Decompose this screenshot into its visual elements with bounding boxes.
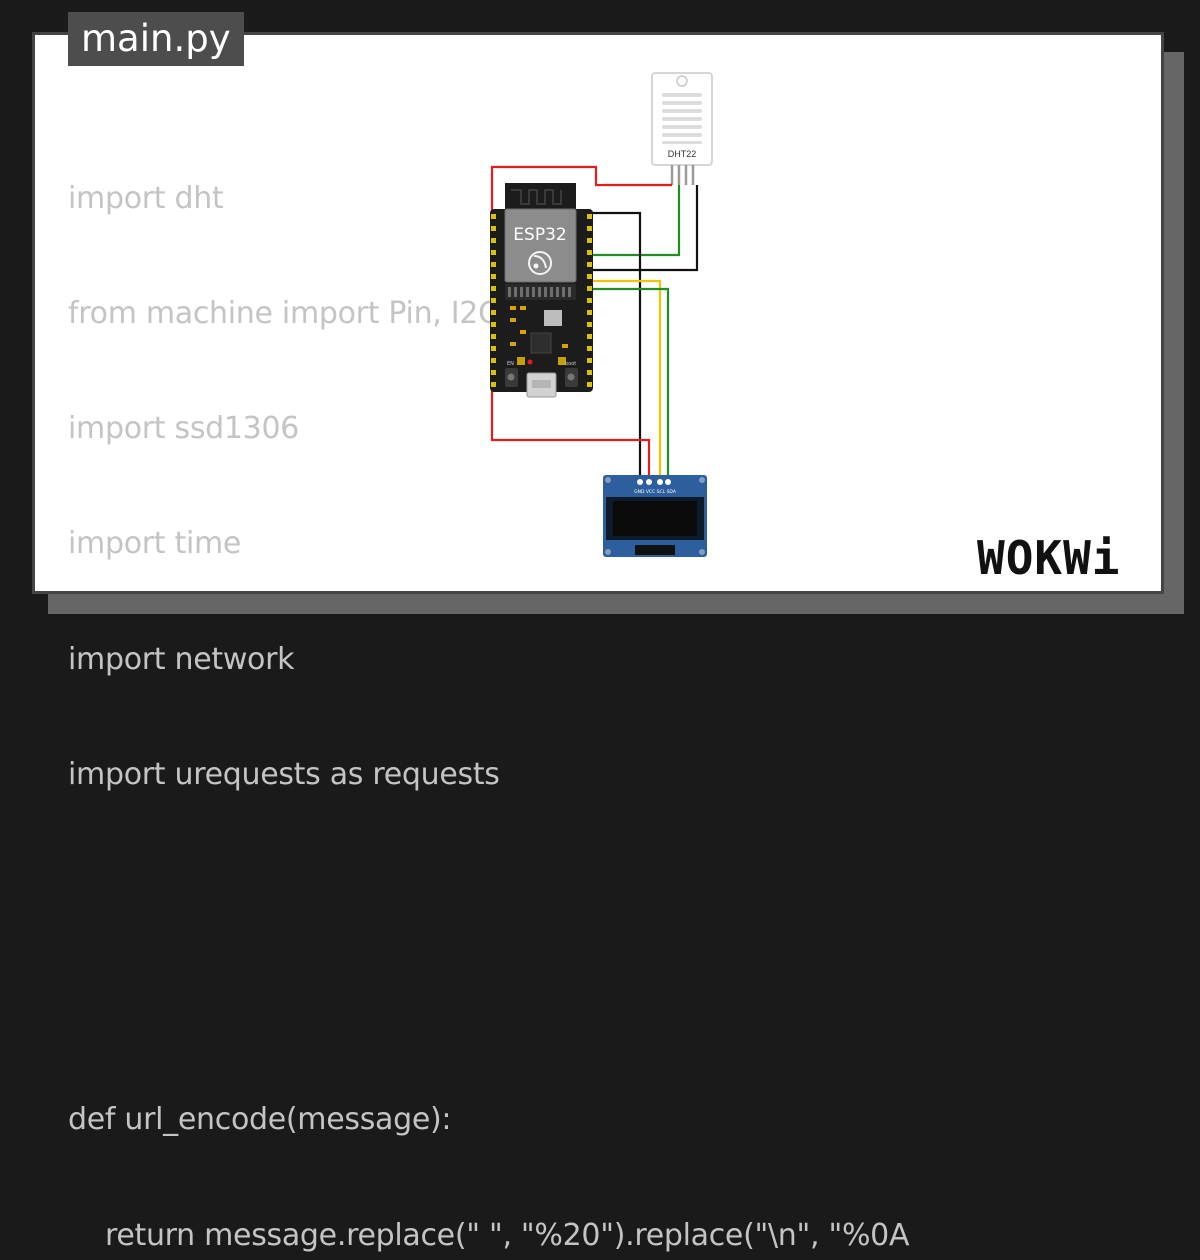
boot-label: boot <box>565 361 576 367</box>
wokwi-wordmark: WOKWi <box>977 531 1120 585</box>
wires <box>490 165 699 485</box>
code-line: import network <box>68 641 295 677</box>
code-line: import dht <box>68 180 224 216</box>
dht22-label: DHT22 <box>668 149 697 159</box>
code-line: from machine import Pin, I2C <box>68 296 499 332</box>
right-pin-header <box>587 214 592 387</box>
project-preview-card <box>32 32 1164 594</box>
espressif-logo-icon <box>528 251 552 275</box>
wokwi-logo: WOKWi <box>977 531 1120 585</box>
en-label: EN <box>507 361 514 367</box>
code-line: return message.replace(" ", "%20").repla… <box>68 1217 910 1253</box>
gnd-wire-dht[interactable] <box>590 185 699 272</box>
oled-pin-labels: GND VCC SCL SDA <box>634 489 677 495</box>
code-line <box>68 986 909 1024</box>
vcc-wire-dht[interactable] <box>490 165 672 212</box>
data-wire-dht[interactable] <box>590 185 681 257</box>
code-line <box>68 871 909 909</box>
esp32-board[interactable]: ESP32 EN boot <box>490 183 593 398</box>
scl-wire-oled[interactable] <box>590 279 662 485</box>
esp32-label: ESP32 <box>513 225 566 245</box>
oled-display[interactable]: GND VCC SCL SDA <box>603 475 707 557</box>
circuit-diagram: DHT22 <box>490 72 713 557</box>
left-pin-header <box>491 214 496 387</box>
filename-tab[interactable]: main.py <box>68 12 244 66</box>
gnd-wire-oled[interactable] <box>590 211 642 485</box>
dht22-sensor[interactable]: DHT22 <box>651 72 713 185</box>
code-line: import time <box>68 526 242 562</box>
code-line: def url_encode(message): <box>68 1102 452 1138</box>
vcc-wire-oled[interactable] <box>490 388 651 485</box>
sda-wire-oled[interactable] <box>590 287 670 485</box>
code-line: import ssd1306 <box>68 411 300 447</box>
code-line: import urequests as requests <box>68 756 500 792</box>
